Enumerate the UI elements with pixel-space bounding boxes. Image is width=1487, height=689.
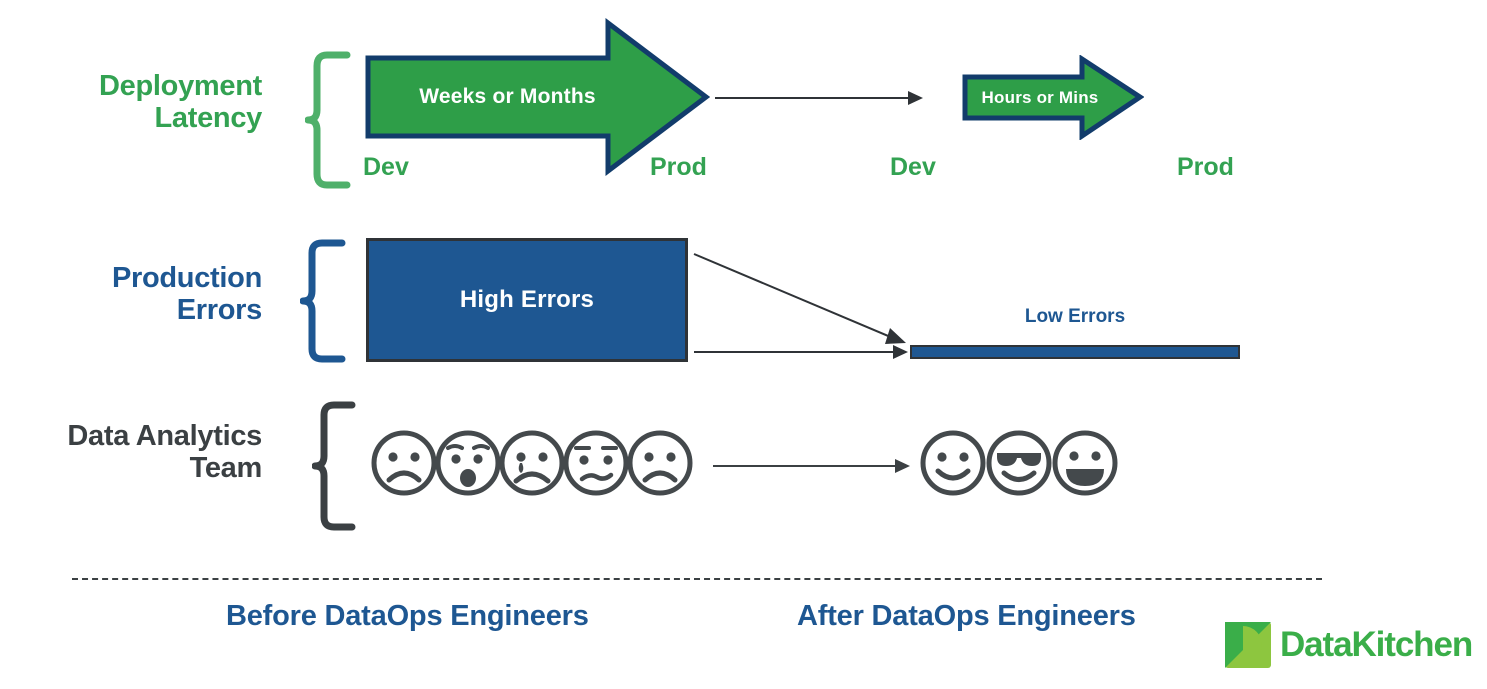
sad-face — [371, 430, 437, 496]
row-label-deployment-latency: Deployment Latency — [99, 70, 262, 135]
arrow-hours-or-mins: Hours or Mins — [962, 54, 1145, 141]
crying-face — [499, 430, 565, 496]
sad-face — [627, 430, 693, 496]
datakitchen-logo-mark — [1225, 622, 1271, 668]
row-label-production-errors: Production Errors — [111, 262, 262, 327]
brace-deployment-latency — [305, 51, 351, 189]
connector-arrow-deployment — [715, 91, 923, 105]
caption-prod-after: Prod — [1177, 153, 1234, 181]
datakitchen-logo: DataKitchen — [1225, 622, 1473, 668]
sunglasses-face — [986, 430, 1052, 496]
section-divider — [72, 578, 1322, 580]
brace-data-analytics-team — [312, 401, 356, 531]
high-errors-box: High Errors — [366, 238, 688, 362]
low-errors-bar — [910, 345, 1240, 359]
grinning-face — [1052, 430, 1118, 496]
worried-face — [563, 430, 629, 496]
caption-dev-before: Dev — [363, 153, 409, 181]
low-errors-label: Low Errors — [1024, 306, 1126, 327]
caption-dev-after: Dev — [890, 153, 936, 181]
row-label-data-analytics-team: Data Analytics Team — [67, 420, 262, 485]
surprised-face — [435, 430, 501, 496]
connector-arrow-team — [713, 459, 910, 473]
footer-label-before: Before DataOps Engineers — [226, 600, 589, 632]
smiling-face — [920, 430, 986, 496]
caption-prod-before: Prod — [650, 153, 707, 181]
connector-arrows-errors — [693, 253, 908, 359]
brace-production-errors — [300, 239, 346, 363]
high-errors-label: High Errors — [459, 286, 595, 313]
datakitchen-wordmark: DataKitchen — [1280, 625, 1473, 664]
footer-label-after: After DataOps Engineers — [797, 600, 1136, 632]
